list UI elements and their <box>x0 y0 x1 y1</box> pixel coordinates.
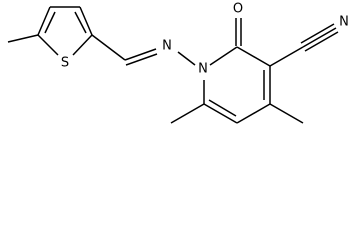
bond-ch-n-double-1 <box>124 48 157 61</box>
bond-c3-c2 <box>79 6 93 36</box>
bond-c2-c3 <box>236 46 271 67</box>
bond-nitrile-3 <box>304 31 339 52</box>
bond-nitrile-1 <box>302 27 337 48</box>
imine-linker <box>91 34 196 66</box>
bond-n1-c2 <box>209 46 238 66</box>
structure-diagram: S N N O N <box>7 2 349 124</box>
bond-nitrile-2 <box>300 23 335 44</box>
bond-c4-methyl <box>269 103 304 124</box>
bond-methyl-thiophene <box>7 34 39 43</box>
bond-c6-methyl <box>170 103 205 124</box>
bond-n-n <box>177 51 196 66</box>
bond-c5-c6-inner <box>208 99 237 117</box>
bond-c3-cn <box>269 46 304 67</box>
bond-s-c2 <box>72 34 93 56</box>
bond-c5-c6 <box>203 103 238 124</box>
bond-c4-c5 <box>236 103 271 124</box>
bond-c4-c4-inner <box>44 11 56 34</box>
thiophene-ring <box>7 6 93 56</box>
pyridinone-ring <box>203 18 271 124</box>
bond-c5-s <box>37 34 59 56</box>
nitrile-nitrogen-label: N <box>339 15 349 30</box>
bond-ch-n-double-2 <box>125 53 158 66</box>
carbonyl-oxygen-label: O <box>233 2 243 17</box>
substituents <box>170 23 339 124</box>
bond-c2-ch <box>91 34 126 61</box>
imine-nitrogen-label: N <box>162 39 172 54</box>
bond-c5-c4 <box>37 6 51 36</box>
ring-nitrogen-label: N <box>198 62 208 77</box>
bond-c3-c2-inner <box>74 11 87 34</box>
sulfur-label: S <box>61 56 69 71</box>
